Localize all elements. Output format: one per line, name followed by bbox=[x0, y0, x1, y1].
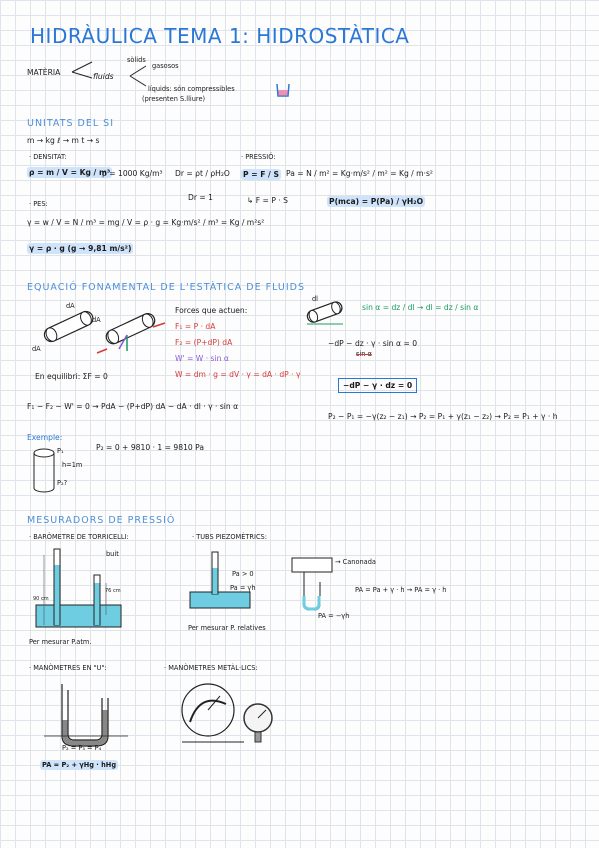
forces-diagram bbox=[96, 313, 166, 354]
liquids-note: (presenten S.lliure) bbox=[142, 95, 206, 103]
piezometer-diagram bbox=[189, 551, 251, 609]
differential-equation: −dP − dz · γ · sin α = 0 bbox=[328, 339, 418, 348]
example-label: Exemple: bbox=[27, 433, 63, 442]
fundamental-equation-box: −dP − γ · dz = 0 bbox=[338, 378, 418, 393]
u-manometer-pressures: P₂ = P₃ = P₄ bbox=[62, 744, 102, 752]
force-f2: F₂ = (P+dP) dA bbox=[175, 338, 233, 347]
metal-manometer-label: · MANÒMETRES METÀL·LICS: bbox=[164, 664, 258, 672]
metal-manometer-diagram bbox=[181, 683, 273, 743]
da-right-label: dA bbox=[92, 316, 101, 324]
fluids-branch bbox=[129, 65, 147, 87]
force-f1: F₁ = P · dA bbox=[175, 322, 216, 331]
u-manometer-label: · MANÒMETRES EN "U": bbox=[29, 664, 107, 672]
mca-formula: P(mca) = P(Pa) / γH₂O bbox=[327, 196, 426, 207]
dl-label: dl bbox=[312, 295, 319, 303]
u-manometer-equation: PA = P₂ + γHg · hHg bbox=[40, 760, 119, 770]
pressure-formula: P = F / S bbox=[241, 169, 281, 180]
force-sum-equation: F₁ − F₂ − W' = 0 → PdA − (P+dP) dA − dA … bbox=[27, 402, 239, 411]
units-line: m → kg ℓ → m t → s bbox=[27, 136, 100, 145]
piezometer-equation: PA = Pa + γ · h → PA = γ · h bbox=[355, 586, 447, 594]
force-w-prime: W' = W · sin α bbox=[175, 354, 229, 363]
relative-density-water: Dr = 1 bbox=[188, 193, 213, 202]
fluid-element-diagram bbox=[43, 310, 94, 343]
piezometer-label: · TUBS PIEZOMÈTRICS: bbox=[192, 533, 267, 541]
density-water: ρ = 1000 Kg/m³ bbox=[102, 169, 163, 178]
pressure-label: · PRESSIÓ: bbox=[241, 153, 276, 161]
barometer-diagram bbox=[35, 548, 122, 628]
weight-label: · PES: bbox=[29, 200, 48, 208]
gasosos-label: gasosos bbox=[152, 62, 179, 70]
example-p1: P₁ bbox=[57, 447, 64, 455]
cancelled-sin: sin α bbox=[356, 350, 372, 358]
density-label: · DENSITAT: bbox=[29, 153, 67, 161]
example-p2: P₂? bbox=[57, 479, 68, 487]
specific-weight-formula: γ = w / V = N / m³ = mg / V = ρ · g = Kg… bbox=[27, 218, 265, 227]
piezometer-pa-positive: Pa > 0 bbox=[232, 570, 254, 578]
barometer-label: · BARÒMETRE DE TORRICELLI: bbox=[29, 533, 129, 541]
specific-weight-relation: γ = ρ · g (g → 9,81 m/s²) bbox=[27, 243, 134, 254]
da-bottom-label: dA bbox=[32, 345, 41, 353]
solids-label: sòlids bbox=[127, 56, 146, 64]
fundamental-heading: EQUACIÓ FONAMENTAL DE L'ESTÀTICA DE FLUI… bbox=[27, 282, 306, 293]
measure-heading: MESURADORS DE PRESSIÓ bbox=[27, 515, 176, 526]
inclined-element-diagram bbox=[306, 301, 343, 325]
u-manometer-diagram bbox=[44, 684, 128, 747]
cylinder-diagram bbox=[33, 448, 55, 493]
materia-branch bbox=[71, 61, 93, 79]
sin-relation: sin α = dz / dl → dl = dz / sin α bbox=[362, 303, 479, 312]
relative-density: Dr = ρt / ρH₂O bbox=[175, 169, 230, 178]
pascal-units: Pa = N / m² = Kg·m/s² / m² = Kg / m·s² bbox=[286, 169, 433, 178]
piezometer-negative: PA = −γh bbox=[318, 612, 350, 620]
materia-label: MATÈRIA bbox=[27, 68, 61, 77]
force-formula: ↳ F = P · S bbox=[247, 196, 288, 205]
page-title: HIDRÀULICA TEMA 1: HIDROSTÀTICA bbox=[30, 24, 410, 48]
liquids-label: líquids: són compressibles bbox=[148, 85, 235, 93]
density-formula: ρ = m / V = Kg / m³ bbox=[27, 167, 113, 178]
force-w: W = dm · g = dV · γ = dA · dP · γ bbox=[175, 370, 301, 379]
barometer-90cm: 90 cm bbox=[33, 596, 49, 602]
da-top-label: dA bbox=[66, 302, 75, 310]
fluids-label: fluids bbox=[93, 72, 114, 81]
beaker-icon bbox=[276, 83, 290, 97]
pressure-result: P₂ − P₁ = −γ(z₂ − z₁) → P₂ = P₁ + γ(z₁ −… bbox=[328, 412, 558, 421]
pipe-label: → Canonada bbox=[335, 558, 376, 566]
piezometer-pa-gamma-h: Pa = γh bbox=[230, 584, 256, 592]
inverted-piezometer-diagram bbox=[291, 557, 333, 611]
example-height: h=1m bbox=[62, 461, 83, 469]
forces-label: Forces que actuen: bbox=[175, 306, 248, 315]
piezometer-note: Per mesurar P. relatives bbox=[188, 624, 266, 632]
barometer-76cm: 76 cm bbox=[105, 588, 121, 594]
equilibrium-label: En equilibri: ΣF = 0 bbox=[35, 372, 108, 381]
units-heading: UNITATS DEL SI bbox=[27, 118, 115, 129]
example-calculation: P₂ = 0 + 9810 · 1 = 9810 Pa bbox=[96, 443, 205, 452]
vacuum-label: buit bbox=[106, 550, 119, 558]
barometer-note: Per mesurar P.atm. bbox=[29, 638, 92, 646]
